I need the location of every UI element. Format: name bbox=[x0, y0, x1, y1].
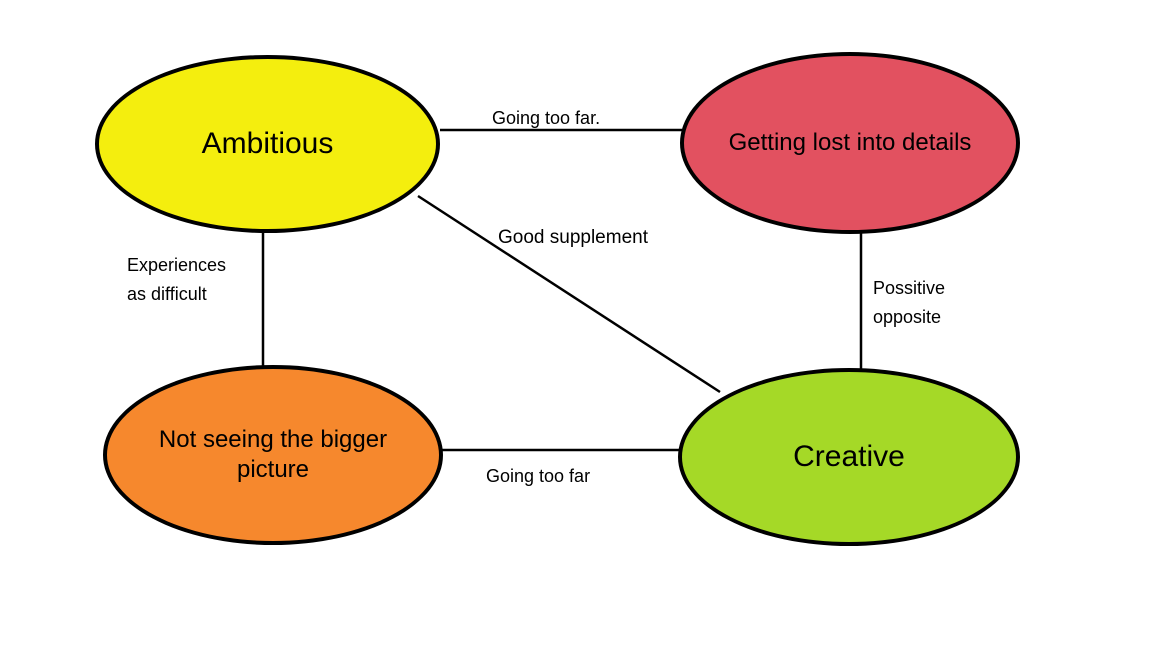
edge-label-possitive-opposite: Possitive opposite bbox=[873, 278, 946, 327]
node-getting-lost-into-details-label: Getting lost into details bbox=[728, 129, 972, 156]
edge-ambitious-creative bbox=[417, 194, 721, 394]
edge-label-going-too-far-bottom: Going too far bbox=[486, 466, 591, 486]
edge-label-going-too-far-top: Going too far. bbox=[492, 108, 601, 128]
node-not-seeing-the-bigger-picture: Not seeing the bigger picture bbox=[103, 365, 443, 545]
node-creative-label: Creative bbox=[793, 440, 905, 474]
node-ambitious-label: Ambitious bbox=[201, 127, 334, 161]
node-ambitious: Ambitious bbox=[95, 55, 440, 233]
node-creative: Creative bbox=[678, 368, 1020, 546]
node-not-seeing-the-bigger-picture-label: Not seeing the bigger picture bbox=[158, 426, 388, 483]
edge-label-experiences-as-difficult: Experiences as difficult bbox=[127, 255, 227, 304]
node-getting-lost-into-details: Getting lost into details bbox=[680, 52, 1020, 234]
edge-label-good-supplement: Good supplement bbox=[498, 227, 648, 248]
